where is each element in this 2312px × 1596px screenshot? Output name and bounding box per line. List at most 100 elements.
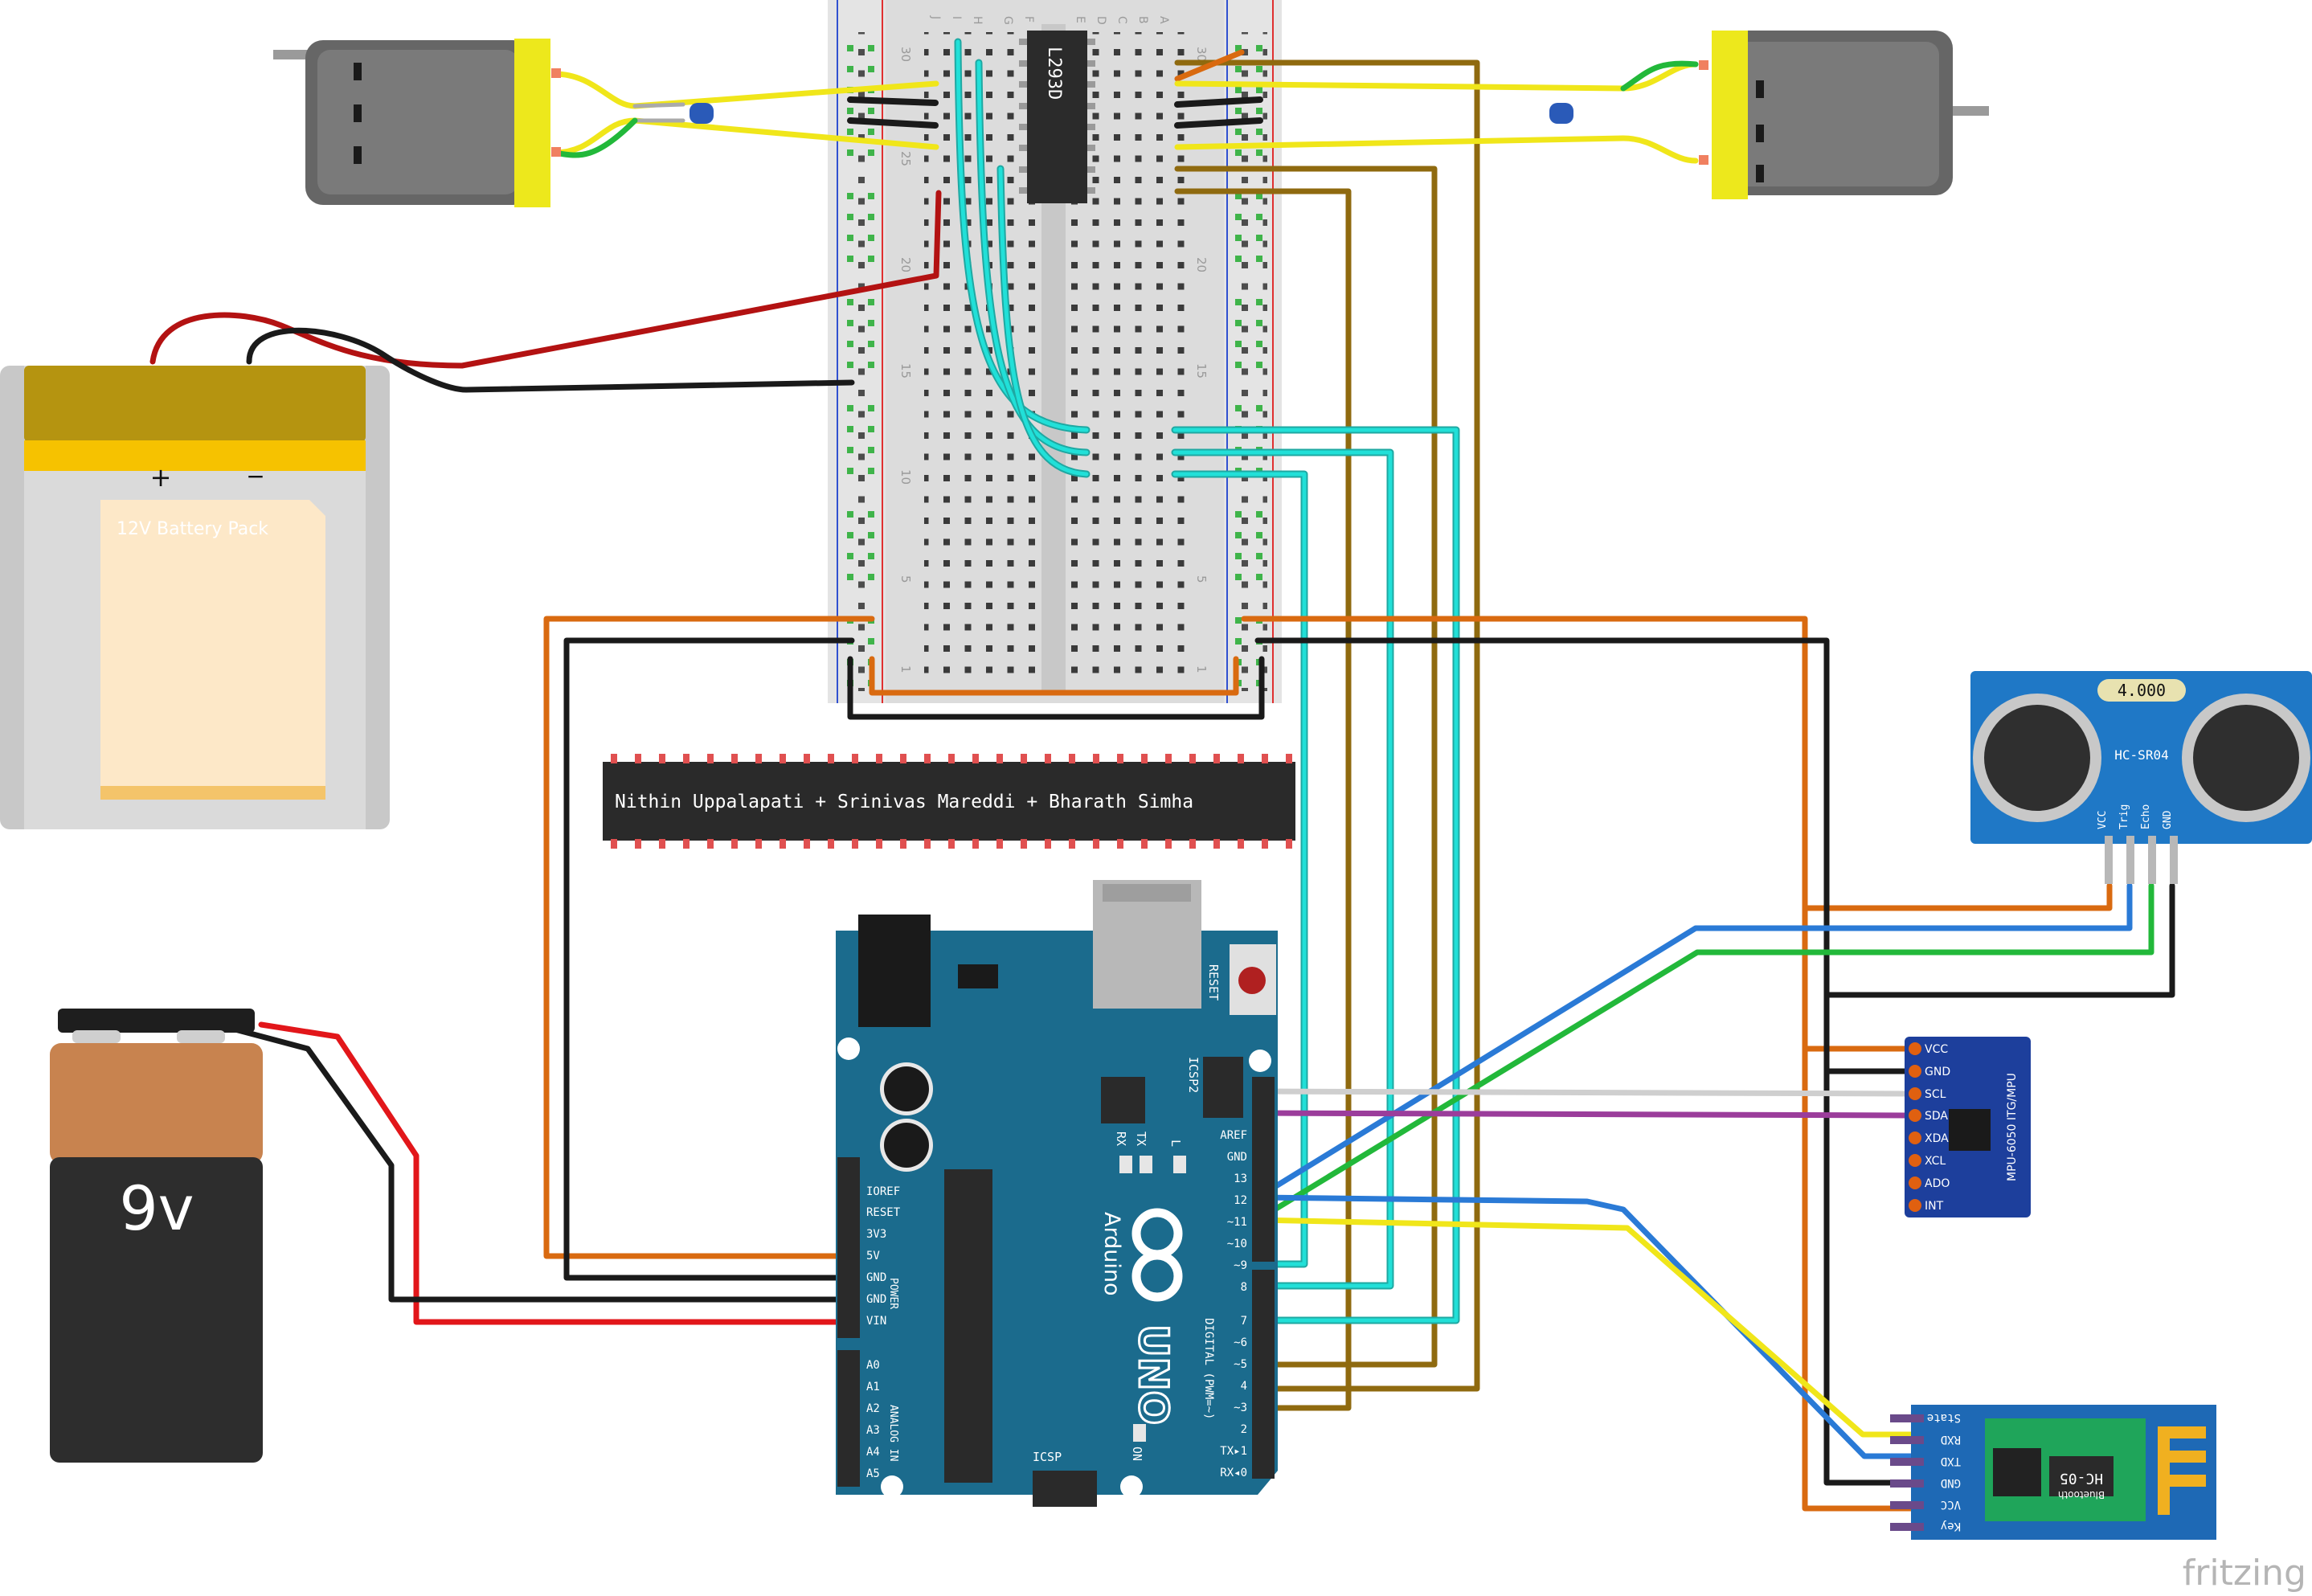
row-label: 1 <box>1194 665 1209 673</box>
hc-05-pin: GND <box>1941 1476 1961 1489</box>
hc-05-pin: TXD <box>1941 1455 1961 1467</box>
pin-label: GND <box>866 1271 886 1284</box>
hc-sr04-model: HC-SR04 <box>2114 747 2168 763</box>
battery-pack-icon: + − 12V Battery Pack <box>0 366 390 829</box>
col-label: D <box>1095 16 1107 25</box>
row-label: 5 <box>898 575 913 583</box>
pin-label: 13 <box>1234 1172 1247 1185</box>
pin-label: ~9 <box>1234 1259 1247 1272</box>
reset-label: RESET <box>1206 964 1221 1001</box>
col-label: G <box>1001 16 1014 25</box>
row-label: 5 <box>1194 575 1209 583</box>
pin-label: ~6 <box>1234 1336 1247 1349</box>
col-label: H <box>971 16 984 25</box>
pin-label: A0 <box>866 1359 880 1372</box>
pin-label: ~10 <box>1227 1238 1247 1250</box>
l293d-driver-ic[interactable]: L293D <box>1019 31 1095 203</box>
col-label: F <box>1022 16 1035 23</box>
pin-label: TX▸1 <box>1220 1445 1247 1458</box>
pin-label: RESET <box>866 1206 901 1219</box>
battery-9v-icon: 9v <box>50 1009 263 1463</box>
dc-motor-icon <box>273 39 561 207</box>
pin-label: A1 <box>866 1381 880 1393</box>
capacitor-icon <box>1549 103 1573 124</box>
row-label: 30 <box>898 47 913 62</box>
dc-motor-icon <box>1699 31 1989 199</box>
icsp-label: ICSP <box>1033 1450 1062 1464</box>
mpu-pin: SCL <box>1925 1088 1946 1101</box>
arduino-infinity-logo-icon <box>1131 1208 1183 1302</box>
hc-sr04-pin: VCC <box>2097 811 2109 829</box>
col-label: E <box>1074 16 1086 23</box>
on-label: ON <box>1130 1447 1144 1461</box>
row-label: 20 <box>1194 257 1209 272</box>
icsp2-label: ICSP2 <box>1186 1057 1201 1093</box>
rx-label: RX <box>1114 1132 1128 1146</box>
breadboard-col-labels: J I H G F E D C B A <box>929 15 1170 25</box>
col-label: A <box>1157 16 1170 24</box>
col-label: I <box>950 16 963 19</box>
breadboard-row-labels: 30 25 20 15 10 5 1 30 20 15 5 1 <box>898 47 1209 673</box>
pin-label: A2 <box>866 1402 880 1415</box>
pin-label: RX◂0 <box>1220 1467 1247 1479</box>
pin-label: ~3 <box>1234 1402 1247 1414</box>
hc-05-subtitle: Bluetooth <box>2058 1489 2105 1500</box>
gyro-module-icon[interactable]: VCC GND SCL SDA XDA XCL ADO INT MPU-6050… <box>1905 1037 2031 1217</box>
pin-label: AREF <box>1220 1129 1247 1142</box>
battery-plus-label: + <box>150 462 172 493</box>
row-label: 10 <box>898 469 913 485</box>
chip-banner-text: Nithin Uppalapati + Srinivas Mareddi + B… <box>615 792 1193 812</box>
col-label: C <box>1115 16 1128 24</box>
pin-label: ~5 <box>1234 1358 1247 1371</box>
pin-label: IOREF <box>866 1185 900 1198</box>
capacitor-icon <box>690 103 714 124</box>
hc-sr04-pin: Echo <box>2140 804 2152 829</box>
tx-label: TX <box>1134 1132 1148 1146</box>
reset-button-icon[interactable] <box>1238 967 1266 994</box>
pin-label: GND <box>866 1293 886 1306</box>
wires <box>149 38 2175 1512</box>
hc-05-pin: VCC <box>1941 1498 1961 1511</box>
pin-label: ~11 <box>1227 1216 1247 1229</box>
row-label: 25 <box>898 151 913 166</box>
hc-sr04-pin: GND <box>2162 810 2174 829</box>
battery-minus-label: − <box>246 463 264 489</box>
row-label: 30 <box>1194 47 1209 62</box>
arduino-model-label: UNO <box>1130 1324 1176 1425</box>
bluetooth-module-icon[interactable]: HC-05 Bluetooth State RXD TXD GND VCC Ke… <box>1890 1405 2216 1540</box>
hc-sr04-display: 4.000 <box>2118 681 2166 700</box>
mpu-pin: XCL <box>1925 1155 1946 1168</box>
arduino-brand-label: Arduino <box>1099 1212 1124 1295</box>
pin-label: GND <box>1227 1151 1247 1164</box>
hc-05-pin: State <box>1927 1411 1961 1424</box>
mpu-pin: GND <box>1925 1066 1950 1078</box>
row-label: 1 <box>898 665 913 673</box>
pin-label: A4 <box>866 1446 880 1459</box>
mpu-pin: VCC <box>1925 1043 1948 1056</box>
row-label: 20 <box>898 257 913 272</box>
col-label: J <box>929 15 942 19</box>
hc-05-pin: RXD <box>1941 1433 1961 1446</box>
battery-pack-label: 12V Battery Pack <box>117 519 268 539</box>
pin-label: VIN <box>866 1315 886 1328</box>
mpu-pin: SDA <box>1925 1110 1948 1123</box>
arduino-uno-board[interactable]: Arduino UNO RESET ICSP2 ICSP ON TX RX L … <box>836 880 1278 1507</box>
analog-label: ANALOG IN <box>887 1405 899 1461</box>
pin-label: 4 <box>1241 1380 1247 1393</box>
pin-label: 7 <box>1241 1315 1247 1328</box>
power-label: POWER <box>887 1278 899 1309</box>
chip-banner: Nithin Uppalapati + Srinivas Mareddi + B… <box>603 754 1295 849</box>
ultrasonic-sensor-icon[interactable]: 4.000 HC-SR04 VCC Trig Echo GND <box>1970 671 2312 884</box>
col-label: B <box>1136 16 1149 24</box>
row-label: 15 <box>1194 363 1209 379</box>
mpu-pin: XDA <box>1925 1132 1949 1145</box>
pin-label: 12 <box>1234 1194 1247 1207</box>
pin-label: 2 <box>1241 1423 1247 1436</box>
fritzing-watermark: fritzing <box>2183 1553 2306 1594</box>
pin-label: 5V <box>866 1250 880 1262</box>
battery-9v-label: 9v <box>119 1172 194 1244</box>
hc-sr04-pin: Trig <box>2118 804 2130 829</box>
row-label: 15 <box>898 363 913 379</box>
l-led-label: L <box>1168 1140 1183 1147</box>
